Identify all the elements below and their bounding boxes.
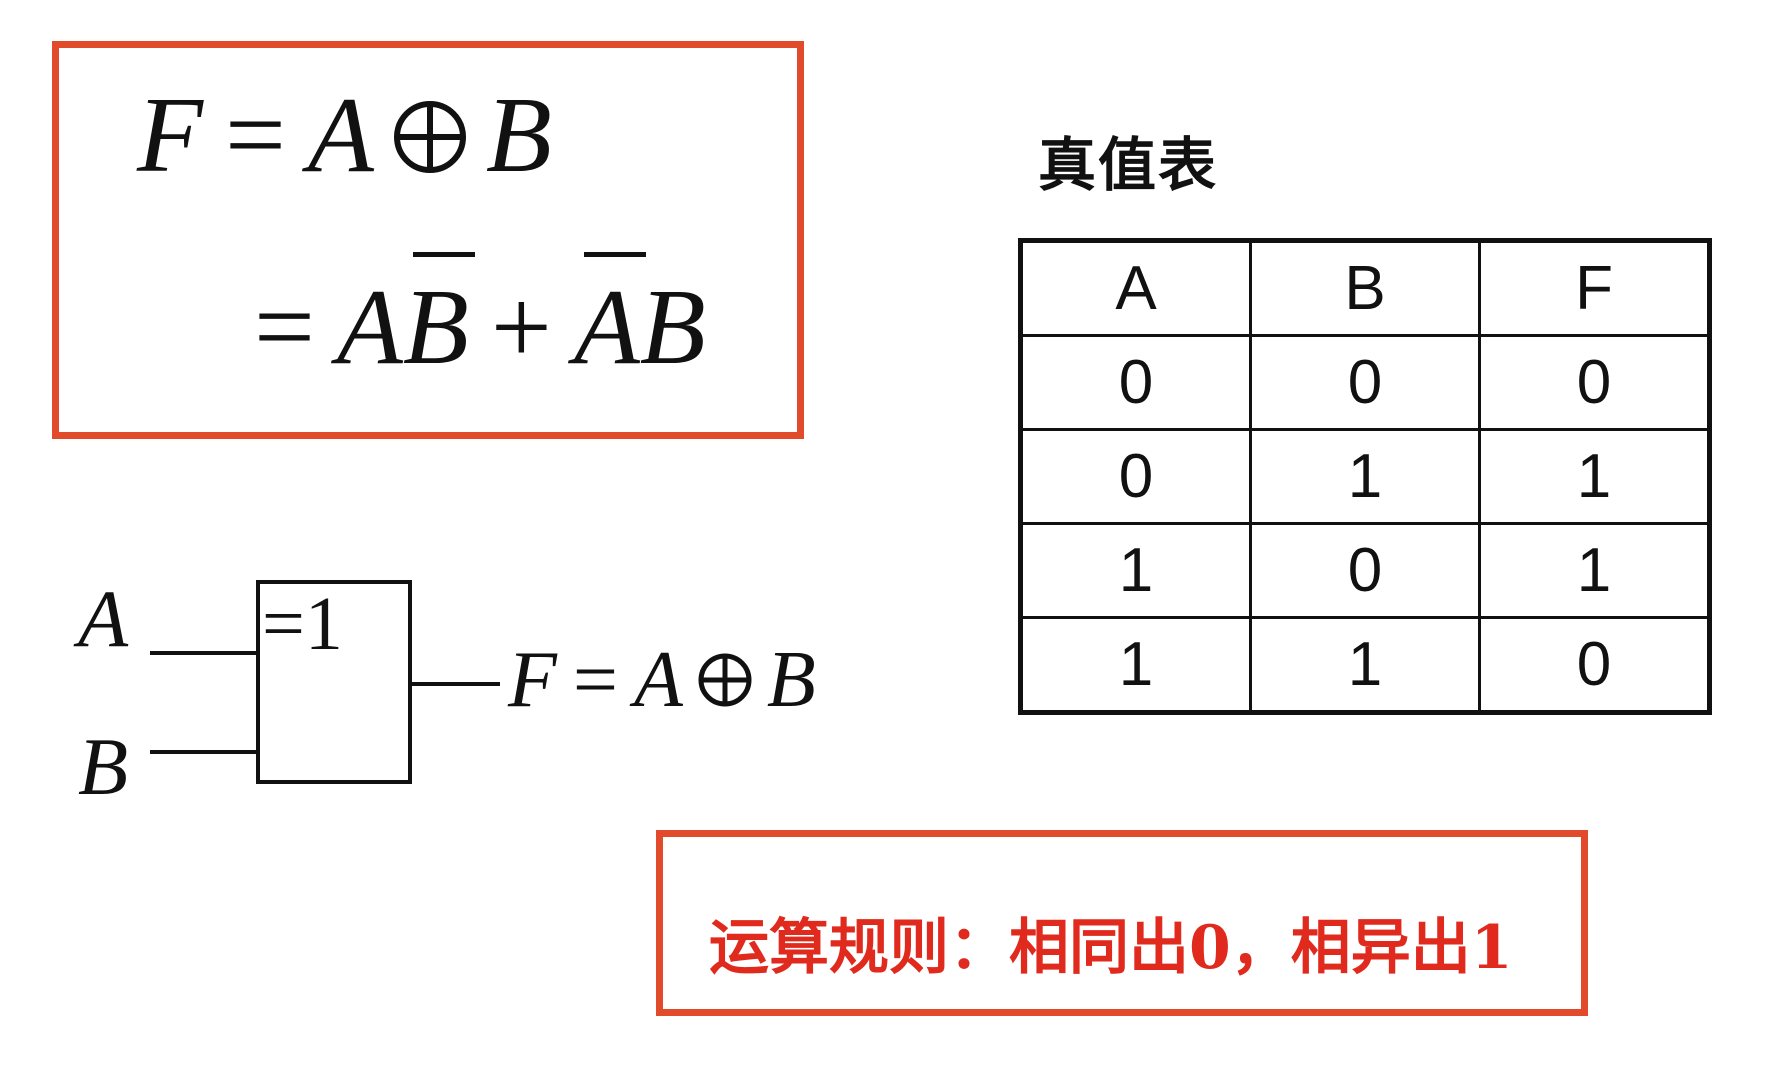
table-cell: 1 <box>1019 522 1252 619</box>
term2-b: B <box>639 268 706 387</box>
table-cell: 0 <box>1478 616 1711 714</box>
term2-a-complement: A <box>573 252 646 387</box>
header-cell-f: F <box>1478 239 1711 337</box>
gate-output-b: B <box>766 636 816 724</box>
table-cell: 0 <box>1019 334 1252 431</box>
table-cell: 1 <box>1019 616 1252 714</box>
gate-output-f: F <box>508 636 557 724</box>
term1-a: A <box>336 268 403 387</box>
table-cell: 1 <box>1249 616 1481 714</box>
xor-gate-diagram <box>150 580 500 784</box>
term1-b-complement: B <box>402 252 475 387</box>
table-cell: 0 <box>1019 428 1252 525</box>
table-cell: 0 <box>1249 334 1481 431</box>
formula-equals: = <box>224 76 286 195</box>
table-cell: 0 <box>1478 334 1711 431</box>
table-row: 1 1 0 <box>1019 616 1711 714</box>
gate-input-b: B <box>78 721 129 812</box>
xor-symbol-icon <box>698 653 752 707</box>
table-cell: 1 <box>1478 428 1711 525</box>
gate-label: =1 <box>262 582 343 666</box>
formula-equals-2: = <box>254 268 315 387</box>
rule-text: 运算规则：相同出0，相异出1 <box>709 913 1513 983</box>
formula-plus: + <box>490 268 552 387</box>
table-row: 0 1 1 <box>1019 428 1711 525</box>
table-cell: 0 <box>1249 522 1481 619</box>
gate-output-a: A <box>634 636 683 724</box>
table-row: 0 0 0 <box>1019 334 1711 431</box>
formula-f: F <box>137 76 203 195</box>
table-row: 1 0 1 <box>1019 522 1711 619</box>
truth-table-header-row: A B F <box>1019 239 1711 337</box>
formula-b: B <box>485 76 552 195</box>
table-cell: 1 <box>1249 428 1481 525</box>
gate-output-equals: = <box>572 636 618 724</box>
header-cell-b: B <box>1249 239 1481 337</box>
truth-table-title: 真值表 <box>1038 131 1219 199</box>
header-cell-a: A <box>1019 239 1252 337</box>
formula-line-2: =AB+AB <box>254 252 706 387</box>
rule-box: 运算规则：相同出0，相异出1 <box>656 830 1588 1016</box>
truth-table: A B F 0 0 0 0 1 1 1 0 1 1 1 0 <box>1018 238 1712 715</box>
gate-input-a: A <box>78 573 129 664</box>
table-cell: 1 <box>1478 522 1711 619</box>
xor-symbol-icon <box>393 101 466 173</box>
formula-a: A <box>307 76 374 195</box>
